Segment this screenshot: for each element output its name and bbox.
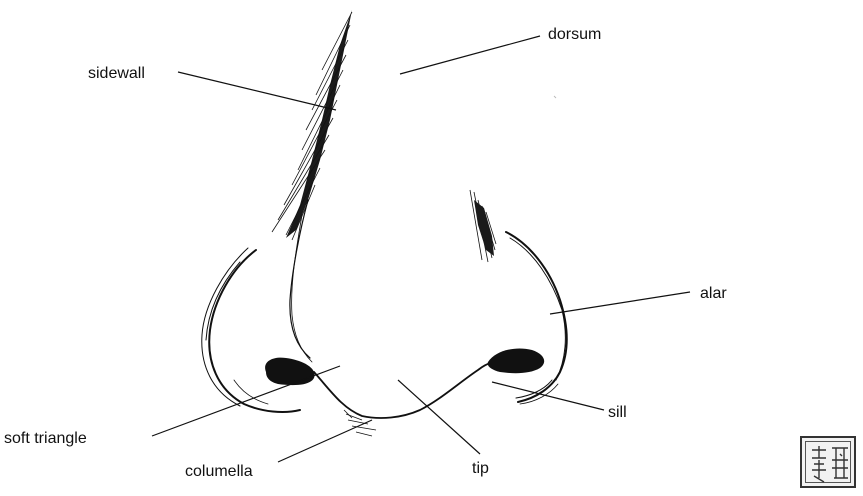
columella-marks (344, 410, 376, 436)
label-tip: tip (472, 460, 489, 477)
right-ala (506, 232, 567, 404)
tip-leader (398, 380, 480, 454)
label-sidewall: sidewall (88, 65, 145, 82)
label-columella: columella (185, 463, 253, 480)
label-sill: sill (608, 404, 627, 421)
columella-leader (278, 420, 372, 462)
sidewall-hatching (272, 12, 352, 240)
left-nose-contour-b (292, 215, 312, 362)
seal-glyph (802, 438, 858, 490)
alar-leader (550, 292, 690, 314)
sidewall-shading (286, 10, 352, 238)
left-nostril (265, 358, 315, 385)
label-alar: alar (700, 285, 727, 302)
dorsum-leader (400, 36, 540, 74)
label-soft-triangle: soft triangle (4, 430, 87, 447)
label-dorsum: dorsum (548, 26, 601, 43)
soft-triangle-leader (152, 366, 340, 436)
sidewall-leader (178, 72, 336, 110)
left-ala (202, 248, 300, 412)
right-nostril (488, 349, 545, 374)
artist-seal (800, 436, 856, 488)
faint-mark (554, 96, 556, 98)
sill-leader (492, 382, 604, 410)
